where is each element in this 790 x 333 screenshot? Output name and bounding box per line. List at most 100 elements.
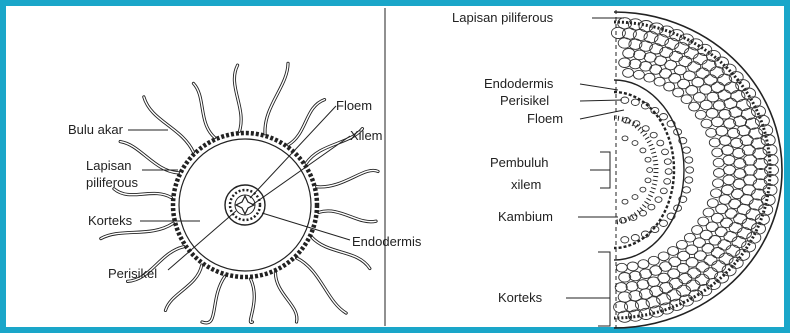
cortex-cell [719,195,731,205]
cortex-cell [632,195,638,200]
cortex-cell [619,273,631,283]
cortex-cell [684,233,695,242]
cortex-cell [669,257,681,267]
cortex-cell [660,188,667,194]
cortex-cell [693,53,707,64]
label-korteks-left: Korteks [88,213,133,228]
cortex-cell [633,70,644,79]
root-hair [193,83,214,137]
cortex-cell [696,68,709,78]
cortex-cell [638,260,649,269]
cortex-cell [629,271,641,281]
piliferous-layer [173,133,317,277]
cortex-cell [706,278,720,289]
cortex-cell [749,199,763,210]
cortex-cell [707,199,718,208]
cortex-cell [759,125,773,136]
cortex-cell [664,82,675,91]
cortex-cell [706,128,717,137]
leader-xilem [252,136,350,205]
cortex-cell [650,23,664,34]
cortex-cell [685,157,693,163]
cortex-cell [637,280,649,290]
cortex-cell [722,185,734,195]
leader-floem-left [250,106,336,198]
cortex-cell [729,199,741,209]
cortex-cell [645,157,651,162]
cortex-cell [734,159,746,169]
cortex-cell [710,67,724,78]
label-kambium: Kambium [498,209,553,224]
leader-endodermis-left [262,213,350,240]
cortex-cell [665,169,672,175]
cortex-cell [723,155,735,165]
cortex-cell [683,187,691,193]
cortex-cell [668,247,679,256]
cortex-cell [623,69,634,78]
xylem-arc [614,118,656,222]
cortex-cell [713,179,724,188]
cortex-cell [716,126,728,136]
cortex-cell [644,73,655,82]
bracket-korteks [598,252,610,326]
cortex-cell [616,263,627,272]
leader-perisikel-left [168,211,236,270]
cortex-cell [647,168,653,173]
leader-endodermis-right [580,84,618,90]
cortex-cell [648,256,659,265]
cortex-cell [632,141,638,146]
cortex-cell [664,179,671,185]
cortex-cell [664,159,671,165]
cortex-cell [706,109,718,119]
cortex-cell [645,178,651,183]
cortex-cell [686,280,700,291]
leader-floem-right [580,110,624,119]
cortex-cell [712,148,723,157]
cortex-cell [718,240,731,250]
cortex-cell [679,273,692,283]
cortex-cell [684,48,698,59]
cortex-cell [722,145,734,155]
cortex-cell [640,187,646,192]
cortex-cell [711,117,723,127]
cortex-cell [724,165,736,175]
cortex-cell [623,48,635,58]
cortex-cell [725,209,737,219]
cortex-cell [622,199,628,204]
label-endodermis-right: Endodermis [484,76,554,91]
cortex-cell [704,268,718,279]
label-floem-right: Floem [527,111,563,126]
cortex-cell [698,217,709,226]
label-lapisan-line2: piliferous [86,175,139,190]
label-korteks-right: Korteks [498,290,543,305]
root-hair-lumen [275,272,296,322]
label-pembuluh-line2: xilem [511,177,541,192]
cortex-cell [765,164,779,175]
cortex-cell [744,175,757,185]
cortex-cell [701,119,712,128]
root-hair [317,170,378,187]
cortex [179,139,311,271]
cortex-cell [657,140,664,146]
cortex-cell [648,204,655,210]
cortex-cell [686,245,698,255]
cortex-cell [662,149,669,155]
cortex-cell [676,240,687,249]
cortex-cell [715,272,729,283]
cortex-cell [713,158,724,167]
cortex-cell [740,195,753,205]
cortex-cell [695,274,709,285]
cortex-cell [752,189,766,200]
cortex-cell [670,278,683,288]
cortex-cell [673,88,684,97]
label-endodermis-left: Endodermis [352,234,422,249]
cortex-cell [622,136,628,141]
cortex-cell [655,197,662,203]
root-hair-lumen [202,276,225,323]
cortex-cell [619,58,631,68]
cortex-cell [631,99,639,105]
cortex-cell [621,237,629,243]
cortex-cell [686,167,694,173]
cortex-cell [650,132,657,138]
